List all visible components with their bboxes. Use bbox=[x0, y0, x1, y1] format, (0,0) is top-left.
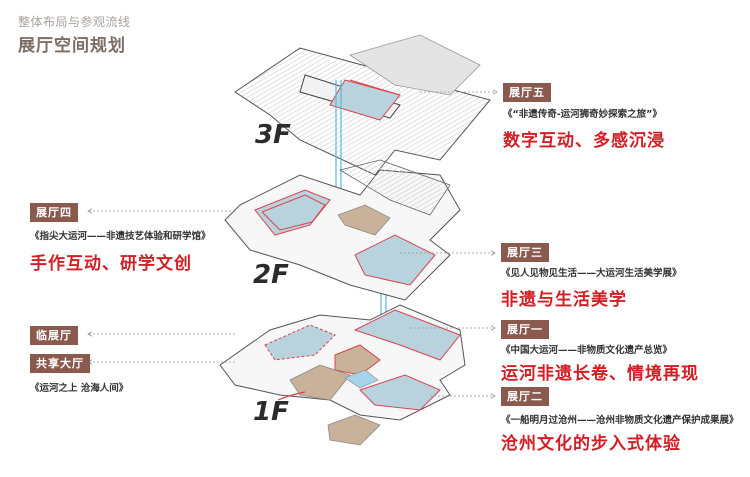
hall5-exhibition: 《“非遗传奇-运河狮奇妙探索之旅”》 bbox=[503, 109, 662, 120]
hall1-badge: 展厅一 bbox=[501, 320, 549, 339]
hall4-slogan: 手作互动、研学文创 bbox=[30, 254, 192, 274]
floor-label-3f: 3F bbox=[255, 120, 291, 150]
page-title: 展厅空间规划 bbox=[18, 36, 126, 56]
hall4-exhibition: 《指尖大运河——非遗技艺体验和研学馆》 bbox=[30, 231, 211, 242]
hall1-slogan: 运河非遗长卷、情境再现 bbox=[501, 364, 699, 384]
leader-lines bbox=[88, 92, 497, 396]
hall2-badge: 展厅二 bbox=[501, 387, 549, 406]
hall5-badge: 展厅五 bbox=[503, 83, 551, 102]
hall3-badge: 展厅三 bbox=[501, 243, 549, 262]
lobby-exhibition: 《运河之上 沧海人间》 bbox=[30, 383, 129, 394]
floor-label-1f: 1F bbox=[253, 397, 289, 427]
hall2-exhibition: 《一船明月过沧州——沧州非物质文化遗产保护成果展》 bbox=[501, 415, 739, 426]
hall3-slogan: 非遗与生活美学 bbox=[501, 290, 627, 310]
lobby-badge: 共享大厅 bbox=[30, 354, 90, 373]
floor-1f-plan bbox=[219, 304, 466, 446]
hall5-slogan: 数字互动、多感沉浸 bbox=[503, 131, 665, 151]
floor-2f-plan bbox=[224, 159, 461, 301]
floor-label-2f: 2F bbox=[253, 260, 289, 290]
hall2-slogan: 沧州文化的步入式体验 bbox=[501, 434, 681, 454]
page-subtitle: 整体布局与参观流线 bbox=[18, 15, 131, 29]
temporary-hall-badge: 临展厅 bbox=[30, 326, 78, 345]
hall4-badge: 展厅四 bbox=[30, 203, 78, 222]
hall1-exhibition: 《中国大运河——非物质文化遗产总览》 bbox=[501, 345, 673, 356]
hall3-exhibition: 《见人见物见生活——大运河生活美学展》 bbox=[501, 268, 682, 279]
floor-3f-plan bbox=[234, 34, 491, 176]
